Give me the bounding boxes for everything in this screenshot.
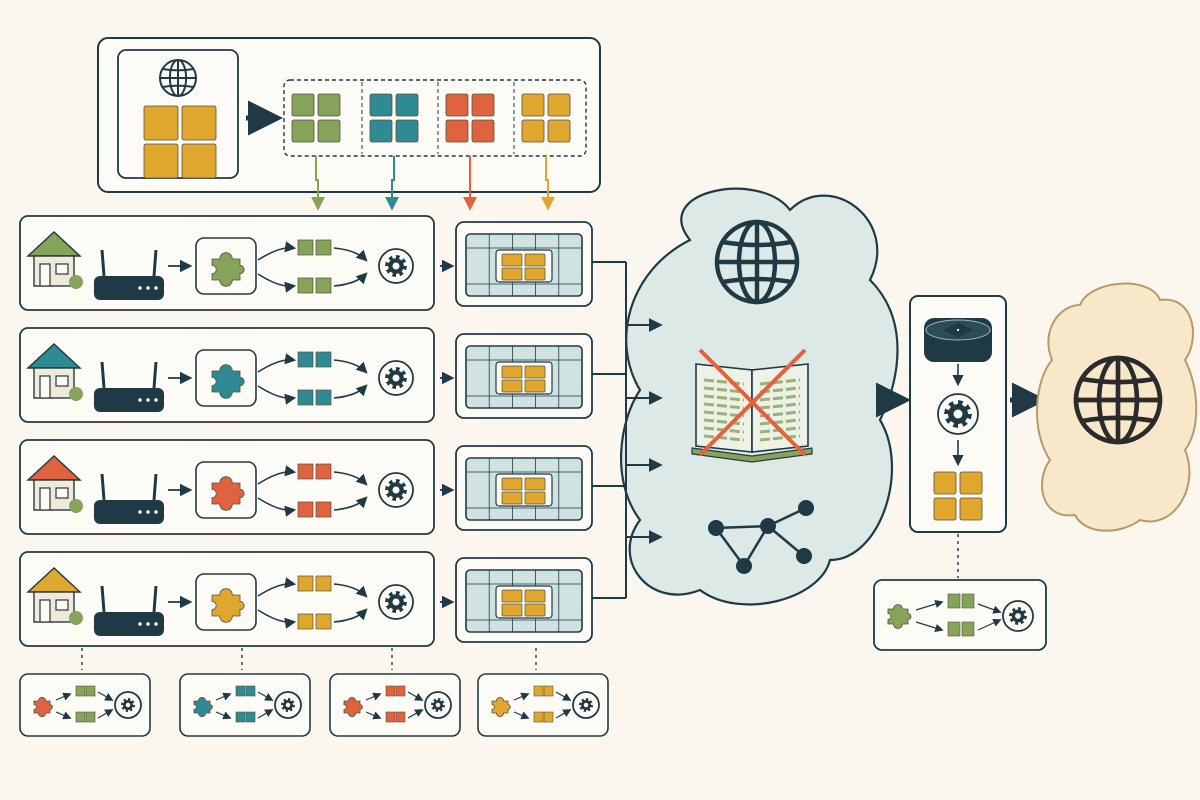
- partition-teal: [361, 82, 419, 211]
- house-icon: [26, 567, 83, 625]
- grid-icon: [297, 575, 332, 630]
- grid-icon: [369, 93, 419, 143]
- flow-arrow: [257, 385, 297, 405]
- partition-arrow: [385, 156, 399, 211]
- gear-icon: [1002, 600, 1034, 632]
- gear-icon: [114, 691, 142, 719]
- gear-icon: [378, 248, 414, 284]
- table-icon: [465, 457, 583, 521]
- globe-icon: [1073, 355, 1163, 445]
- client-rows: [19, 215, 593, 647]
- gear-icon: [274, 691, 302, 719]
- router-icon: [94, 361, 164, 412]
- flow-arrow: [333, 272, 368, 287]
- grid-icon: [933, 440, 983, 521]
- client-row-green: [19, 215, 593, 311]
- flow-arrow: [257, 609, 297, 629]
- puzzle-icon: [211, 252, 245, 287]
- grid-icon: [933, 471, 983, 521]
- flow-arrow: [333, 471, 368, 486]
- router-icon: [94, 585, 164, 636]
- gear-icon: [937, 393, 979, 435]
- puzzle-icon: [491, 697, 511, 717]
- grid-icon: [75, 685, 96, 723]
- flow-arrow: [257, 353, 297, 373]
- mini-panel-red: [329, 648, 461, 737]
- mini-panel-gold: [477, 648, 609, 737]
- gear-icon: [937, 393, 979, 435]
- table-icon: [465, 345, 583, 409]
- upload-connectors: [592, 261, 663, 599]
- client-row-teal: [19, 327, 593, 423]
- gear-icon: [378, 360, 414, 396]
- client-row-red: [19, 439, 593, 535]
- house-icon: [26, 455, 83, 513]
- puzzle-icon: [193, 697, 213, 717]
- router-icon: [94, 473, 164, 524]
- cross-icon: [698, 348, 807, 457]
- aggregated-model-flow: [887, 593, 1034, 637]
- network-graph-icon: [708, 500, 814, 574]
- gear-icon: [378, 472, 414, 508]
- aggregator-mini-panel: [873, 579, 1047, 651]
- gear-icon: [378, 584, 414, 620]
- grid-icon: [143, 105, 217, 179]
- partition-gold: [513, 82, 571, 211]
- globe-icon: [159, 59, 197, 97]
- house-icon: [26, 343, 83, 401]
- grid-icon: [297, 351, 332, 406]
- globe-icon: [714, 219, 800, 305]
- puzzle-icon: [211, 364, 245, 399]
- puzzle-icon: [33, 697, 53, 717]
- flow-arrow: [257, 577, 297, 597]
- grid-icon: [297, 463, 332, 518]
- grid-icon: [291, 93, 341, 143]
- grid-icon: [143, 105, 217, 179]
- client-row-gold: [19, 551, 593, 647]
- puzzle-icon: [211, 476, 245, 511]
- flow-arrow: [333, 608, 368, 623]
- flow-arrow: [257, 241, 297, 261]
- globe-icon: [1073, 355, 1163, 445]
- puzzle-icon: [887, 604, 912, 629]
- grid-icon: [533, 685, 554, 723]
- grid-icon: [521, 93, 571, 143]
- house-icon: [26, 231, 83, 289]
- partition-grids: [291, 82, 571, 211]
- globe-icon: [714, 219, 800, 305]
- table-icon: [465, 569, 583, 633]
- grid-icon: [445, 93, 495, 143]
- gear-icon: [424, 691, 452, 719]
- mini-panel-teal: [179, 648, 311, 737]
- partition-red: [437, 82, 495, 211]
- gear-icon: [572, 691, 600, 719]
- partition-arrow: [541, 156, 555, 211]
- partition-green: [291, 93, 341, 211]
- grid-icon: [297, 239, 332, 294]
- flow-arrow: [333, 496, 368, 511]
- partition-arrow: [311, 156, 325, 211]
- flow-arrow: [333, 359, 368, 374]
- router-icon: [94, 249, 164, 300]
- router-icon: [924, 318, 992, 387]
- puzzle-icon: [211, 588, 245, 623]
- flow-arrow: [333, 384, 368, 399]
- flow-arrow: [257, 497, 297, 517]
- mini-panel-red: [19, 648, 151, 737]
- local-model-panels: [19, 648, 609, 737]
- flow-arrow: [333, 247, 368, 262]
- flow-arrow: [257, 465, 297, 485]
- grid-icon: [385, 685, 406, 723]
- grid-icon: [947, 593, 975, 637]
- flow-arrow: [333, 583, 368, 598]
- flow-arrow: [257, 273, 297, 293]
- globe-icon: [159, 59, 197, 97]
- table-icon: [465, 233, 583, 297]
- puzzle-icon: [343, 697, 363, 717]
- grid-icon: [235, 685, 256, 723]
- partition-group: [283, 79, 587, 157]
